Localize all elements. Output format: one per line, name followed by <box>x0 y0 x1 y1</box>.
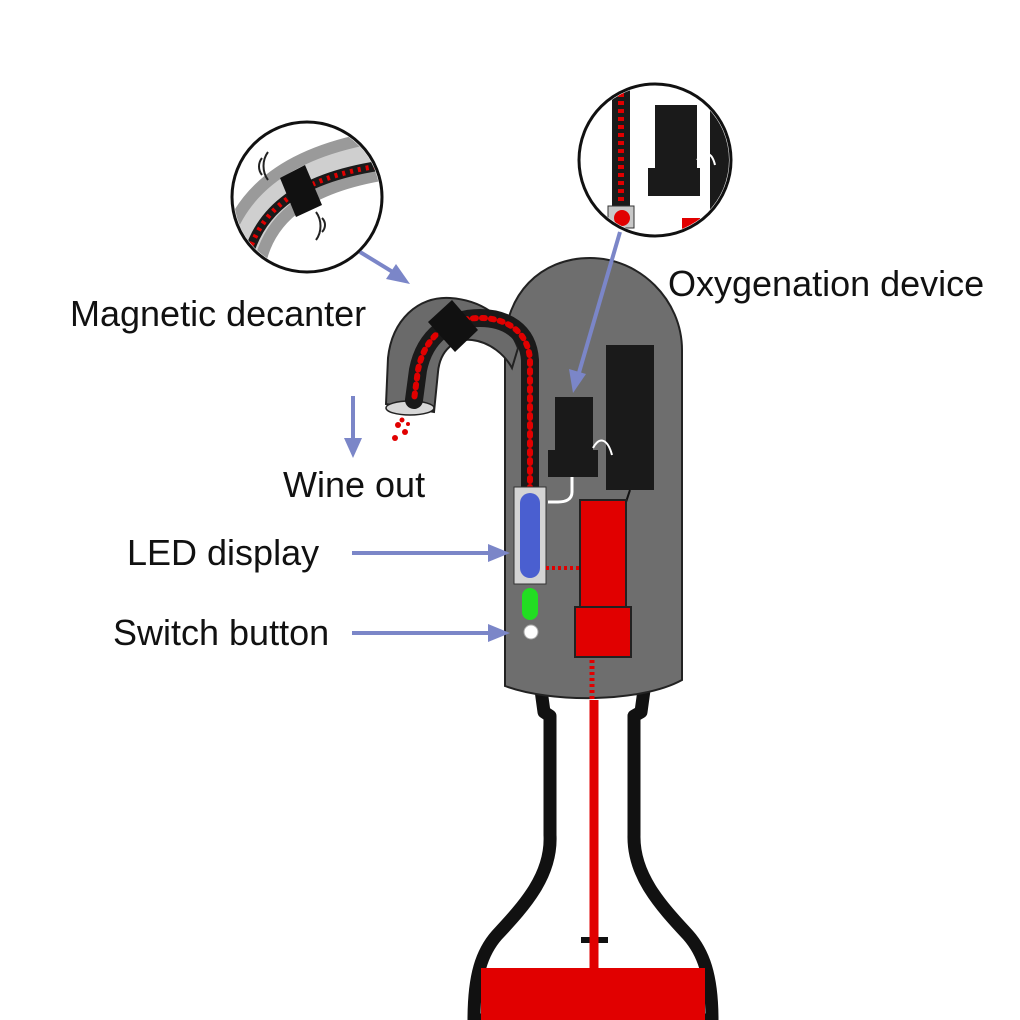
label-magnetic-decanter: Magnetic decanter <box>70 293 367 334</box>
magnet-wave-left <box>258 151 269 181</box>
arrow-wine-out <box>344 396 362 458</box>
arrow-oxygenation-device <box>569 231 622 393</box>
detail-pump-base <box>648 168 700 196</box>
arrow-led-display <box>352 544 510 562</box>
pointer-arrows <box>344 231 622 642</box>
motor-block <box>579 499 627 611</box>
detail-red-dot <box>614 210 630 226</box>
label-wine-out: Wine out <box>283 464 426 505</box>
label-oxygenation-device: Oxygenation device <box>668 263 985 304</box>
arrow-switch-button <box>352 624 510 642</box>
magnet-wave-right <box>315 211 326 241</box>
wine-level <box>481 968 705 1020</box>
oxygen-pump-base <box>548 450 598 477</box>
oxygenation-detail <box>577 82 733 238</box>
oxygen-pump <box>555 397 593 452</box>
detail-wire <box>696 152 716 166</box>
label-led-display: LED display <box>127 532 320 573</box>
battery-block <box>606 345 654 490</box>
aerator-body <box>384 256 683 972</box>
wine-tube-bubbles <box>411 314 533 493</box>
decanter-magnet <box>280 165 322 217</box>
led-display <box>520 493 540 578</box>
magnetic-decanter-detail <box>230 120 384 274</box>
magnet-clamp <box>428 300 478 352</box>
switch-button <box>523 624 539 640</box>
air-tube <box>548 477 574 504</box>
wine-drops <box>392 417 410 441</box>
pump-wire <box>592 439 613 456</box>
motor-base <box>574 606 632 658</box>
label-switch-button: Switch button <box>113 612 330 653</box>
power-indicator <box>522 588 538 620</box>
detail-pump <box>655 105 697 170</box>
arrow-magnetic-decanter <box>358 250 410 284</box>
